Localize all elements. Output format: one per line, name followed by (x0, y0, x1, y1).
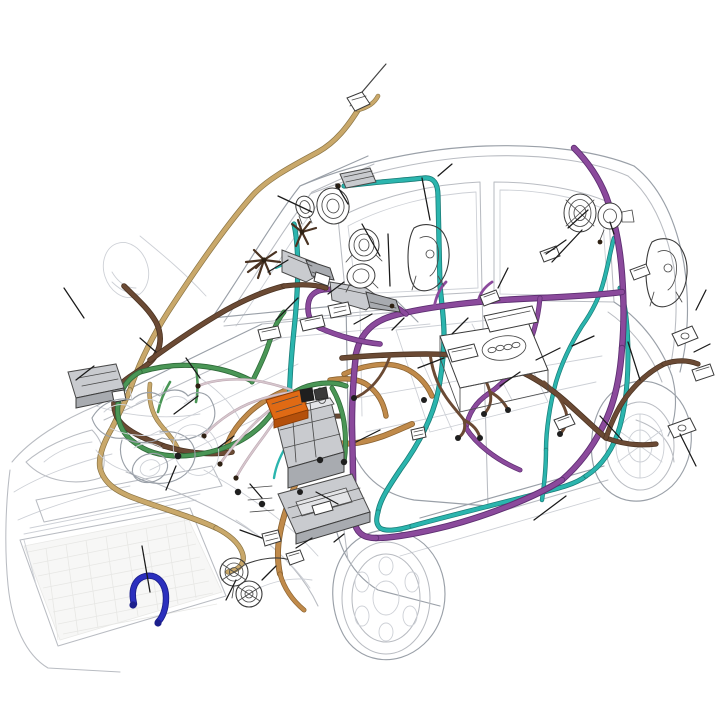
component-horn-low-note (219, 557, 249, 599)
component-clock-spring (345, 228, 383, 263)
vehicle-body-outline (5, 145, 692, 673)
callout-leaders (63, 163, 711, 601)
component-ignition-lock (345, 263, 379, 293)
component-column-switch-left (281, 249, 335, 287)
harness-windshield-teal (272, 175, 631, 533)
front-wheel (332, 529, 446, 661)
component-rear-battery-tray (439, 305, 549, 413)
component-door-speaker (563, 193, 597, 233)
component-antenna (346, 63, 387, 112)
component-horn-high-note (235, 580, 263, 608)
component-roof-connector (335, 167, 377, 189)
component-connectors (257, 245, 715, 547)
component-door-lock-front (407, 224, 450, 292)
component-ecu-tray (277, 473, 371, 545)
component-engine-block (91, 385, 220, 484)
component-front-control-module (67, 363, 127, 409)
harness-horn-blue (129, 572, 170, 627)
rear-wheel (590, 380, 692, 502)
component-door-lock-rear (645, 238, 688, 308)
component-tweeter (597, 202, 635, 245)
component-fuse-block (265, 386, 329, 429)
front-grille (19, 493, 227, 647)
component-horn-pair-dash (295, 187, 350, 225)
component-ground-terminals (174, 395, 563, 513)
